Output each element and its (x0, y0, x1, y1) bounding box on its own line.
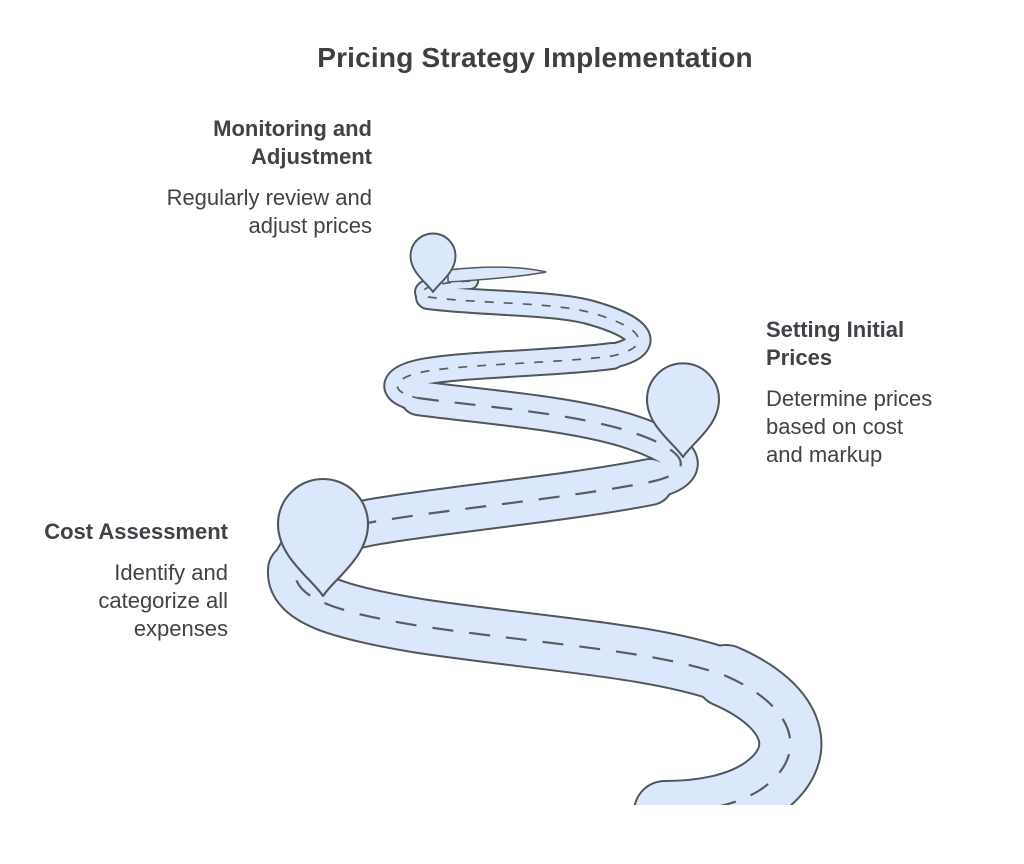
step-setting-heading: Setting Initial Prices (766, 317, 905, 370)
step-monitoring-description: Regularly review and adjust prices (166, 185, 372, 238)
road-vanishing-tail (447, 266, 547, 283)
step-cost-heading: Cost Assessment (44, 519, 228, 544)
road-dash-line-upper (396, 280, 640, 399)
step-cost-description: Identify and categorize all expenses (98, 560, 228, 641)
step-setting-initial-prices: Setting Initial Prices Determine prices … (766, 316, 938, 469)
step-cost-assessment: Cost Assessment Identify and categorize … (28, 518, 228, 643)
page-title: Pricing Strategy Implementation (317, 42, 753, 73)
location-pin-icon-monitoring (409, 232, 457, 293)
step-monitoring-heading: Monitoring and Adjustment (213, 116, 372, 169)
location-pin-icon-setting (645, 362, 721, 459)
road-dash-line-lower (293, 396, 792, 805)
road-path (267, 266, 823, 805)
location-pin-icon-cost (276, 477, 370, 598)
step-monitoring: Monitoring and Adjustment Regularly revi… (142, 115, 372, 240)
step-setting-description: Determine prices based on cost and marku… (766, 386, 933, 467)
